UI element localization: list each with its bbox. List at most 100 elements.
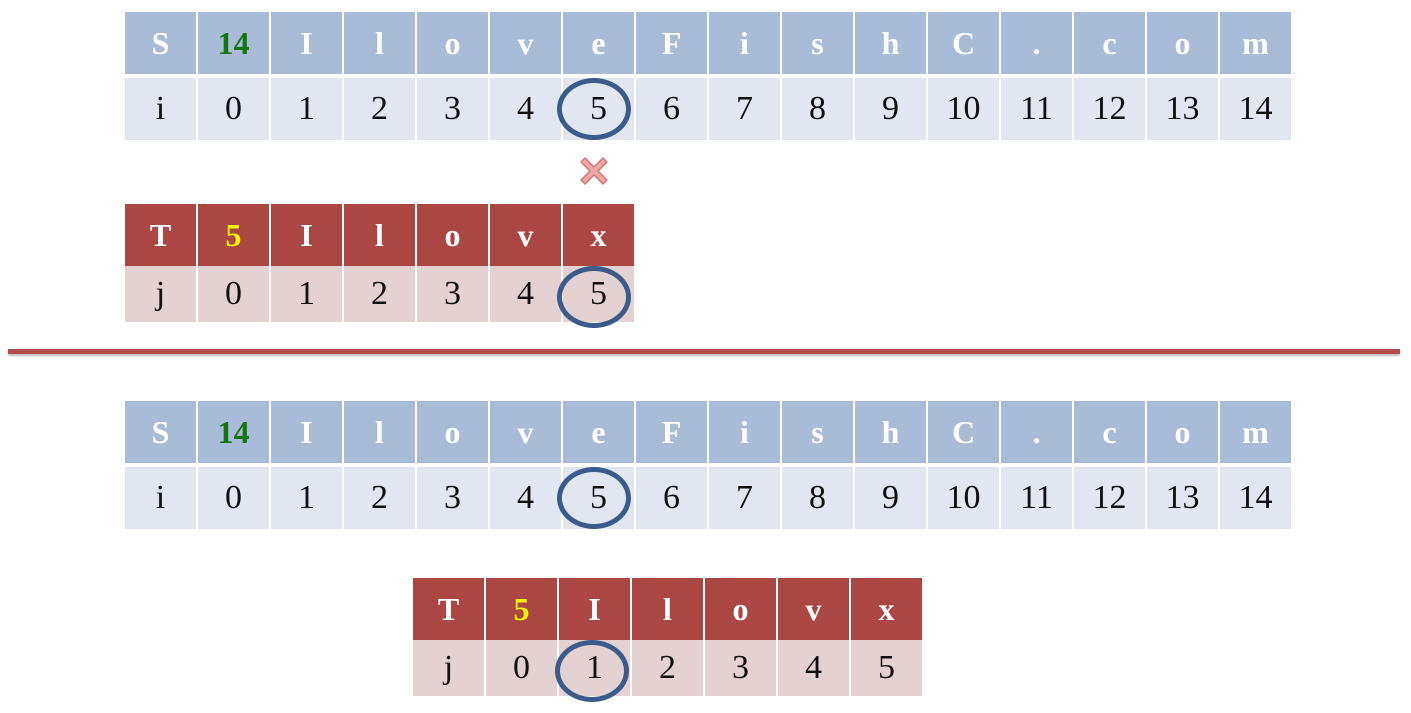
- s-char-cell: h: [855, 12, 926, 74]
- t-index-cell: 3: [705, 640, 776, 696]
- s-index-cell: 7: [709, 78, 780, 140]
- s-index-cell: 14: [1220, 467, 1291, 529]
- s-index-cell: 4: [490, 78, 561, 140]
- s-length-cell: 14: [198, 12, 269, 74]
- panel-divider: [8, 349, 1400, 354]
- s-index-cell: 7: [709, 467, 780, 529]
- s-char-cell: o: [417, 12, 488, 74]
- s-char-cell: e: [563, 12, 634, 74]
- s-char-cell: e: [563, 401, 634, 463]
- s-char-cell: l: [344, 401, 415, 463]
- t-index-label-cell: j: [125, 266, 196, 322]
- s-char-cell: s: [782, 12, 853, 74]
- t-index-cell: 4: [778, 640, 849, 696]
- t-char-cell: v: [490, 204, 561, 266]
- bottom-t-header-row: T 5 I l o v x: [413, 578, 922, 640]
- s-index-cell: 11: [1001, 467, 1072, 529]
- s-char-cell: v: [490, 12, 561, 74]
- bottom-s-header-row: S 14 I l o v e F i s h C . c o m: [125, 401, 1291, 463]
- s-char-cell: o: [1147, 401, 1218, 463]
- s-index-cell: 5: [563, 467, 634, 529]
- t-char-cell: o: [705, 578, 776, 640]
- s-index-cell: 1: [271, 78, 342, 140]
- s-char-cell: l: [344, 12, 415, 74]
- s-char-cell: F: [636, 12, 707, 74]
- s-char-cell: C: [928, 401, 999, 463]
- s-char-cell: I: [271, 12, 342, 74]
- s-index-cell: 6: [636, 467, 707, 529]
- t-char-cell: x: [563, 204, 634, 266]
- t-char-cell: I: [271, 204, 342, 266]
- t-length-cell: 5: [198, 204, 269, 266]
- s-index-cell: 11: [1001, 78, 1072, 140]
- t-label-cell: T: [413, 578, 484, 640]
- s-label-cell: S: [125, 401, 196, 463]
- s-index-cell: 8: [782, 78, 853, 140]
- s-index-cell: 10: [928, 78, 999, 140]
- t-index-cell: 1: [559, 640, 630, 696]
- t-index-cell: 3: [417, 266, 488, 322]
- bottom-s-index-row: i 0 1 2 3 4 5 6 7 8 9 10 11 12 13 14: [125, 467, 1291, 529]
- s-index-cell: 2: [344, 78, 415, 140]
- t-index-cell: 4: [490, 266, 561, 322]
- s-char-cell: o: [1147, 12, 1218, 74]
- s-char-cell: F: [636, 401, 707, 463]
- s-char-cell: s: [782, 401, 853, 463]
- t-index-cell: 2: [344, 266, 415, 322]
- t-char-cell: I: [559, 578, 630, 640]
- s-char-cell: C: [928, 12, 999, 74]
- t-index-cell: 0: [198, 266, 269, 322]
- s-index-cell: 14: [1220, 78, 1291, 140]
- s-index-cell: 9: [855, 467, 926, 529]
- s-index-cell: 13: [1147, 78, 1218, 140]
- t-index-cell: 5: [563, 266, 634, 322]
- s-char-cell: v: [490, 401, 561, 463]
- t-char-cell: o: [417, 204, 488, 266]
- t-index-cell: 0: [486, 640, 557, 696]
- s-char-cell: c: [1074, 401, 1145, 463]
- s-char-cell: I: [271, 401, 342, 463]
- s-index-cell: 3: [417, 78, 488, 140]
- s-index-label-cell: i: [125, 467, 196, 529]
- t-index-label-cell: j: [413, 640, 484, 696]
- s-char-cell: o: [417, 401, 488, 463]
- t-char-cell: l: [632, 578, 703, 640]
- top-t-index-row: j 0 1 2 3 4 5: [125, 266, 634, 322]
- s-char-cell: i: [709, 401, 780, 463]
- top-s-header-row: S 14 I l o v e F i s h C . c o m: [125, 12, 1291, 74]
- s-index-cell: 6: [636, 78, 707, 140]
- s-index-cell: 12: [1074, 467, 1145, 529]
- s-index-cell: 12: [1074, 78, 1145, 140]
- s-char-cell: .: [1001, 12, 1072, 74]
- bottom-t-index-row: j 0 1 2 3 4 5: [413, 640, 922, 696]
- t-length-cell: 5: [486, 578, 557, 640]
- s-index-cell: 4: [490, 467, 561, 529]
- top-s-index-row: i 0 1 2 3 4 5 6 7 8 9 10 11 12 13 14: [125, 78, 1291, 140]
- top-t-header-row: T 5 I l o v x: [125, 204, 634, 266]
- s-index-cell: 2: [344, 467, 415, 529]
- t-char-cell: v: [778, 578, 849, 640]
- t-index-cell: 1: [271, 266, 342, 322]
- s-index-label-cell: i: [125, 78, 196, 140]
- s-length-cell: 14: [198, 401, 269, 463]
- s-index-cell: 13: [1147, 467, 1218, 529]
- x-mark-icon: [580, 157, 608, 185]
- s-index-cell: 1: [271, 467, 342, 529]
- s-index-cell: 10: [928, 467, 999, 529]
- s-index-cell: 9: [855, 78, 926, 140]
- s-index-cell: 0: [198, 467, 269, 529]
- s-index-cell: 3: [417, 467, 488, 529]
- s-char-cell: m: [1220, 12, 1291, 74]
- t-char-cell: x: [851, 578, 922, 640]
- s-index-cell: 5: [563, 78, 634, 140]
- s-index-cell: 8: [782, 467, 853, 529]
- t-label-cell: T: [125, 204, 196, 266]
- s-char-cell: .: [1001, 401, 1072, 463]
- s-char-cell: c: [1074, 12, 1145, 74]
- s-char-cell: h: [855, 401, 926, 463]
- t-char-cell: l: [344, 204, 415, 266]
- s-char-cell: m: [1220, 401, 1291, 463]
- s-index-cell: 0: [198, 78, 269, 140]
- t-index-cell: 2: [632, 640, 703, 696]
- s-label-cell: S: [125, 12, 196, 74]
